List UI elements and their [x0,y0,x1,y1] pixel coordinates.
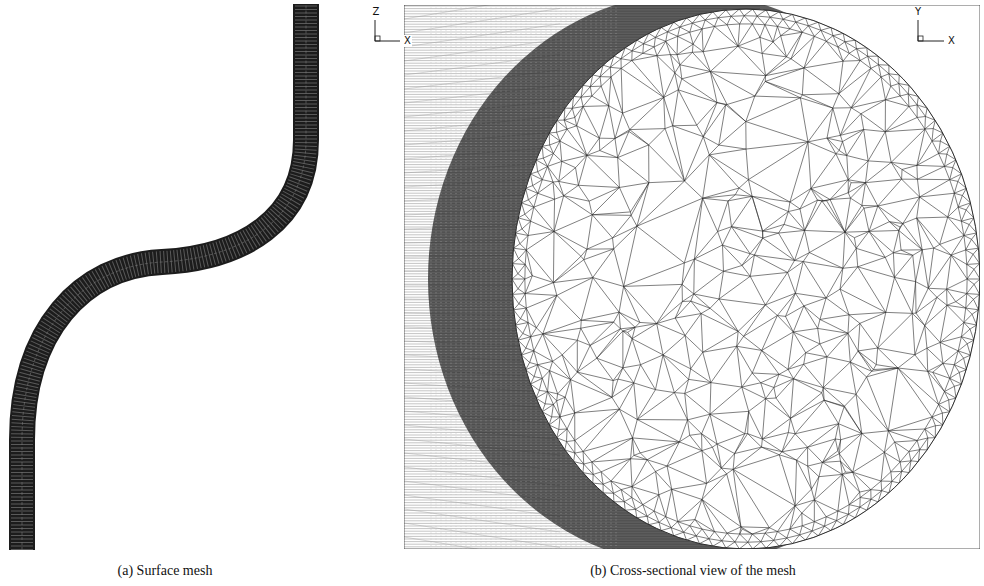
section-outline [512,9,980,549]
panel-ground [404,5,980,549]
pipe-mesh-line [22,4,306,550]
axis-label: X [403,35,412,47]
subfigure-caption: (b) Cross-sectional view of the mesh [590,563,796,579]
surface-mesh-pipe [22,4,306,550]
panel-frame [404,5,980,549]
axis-label: X [947,35,956,47]
section-disc [512,9,980,549]
axis-label: Y [914,6,922,18]
subfigure-caption: (a) Surface mesh [118,563,213,579]
triangle-mesh [512,9,980,549]
axis-label: Z [372,6,381,18]
cross-section-mesh [404,5,980,549]
axis-triad [375,20,944,41]
pipe-mesh-texture [22,4,306,550]
pipe-body [22,4,306,550]
